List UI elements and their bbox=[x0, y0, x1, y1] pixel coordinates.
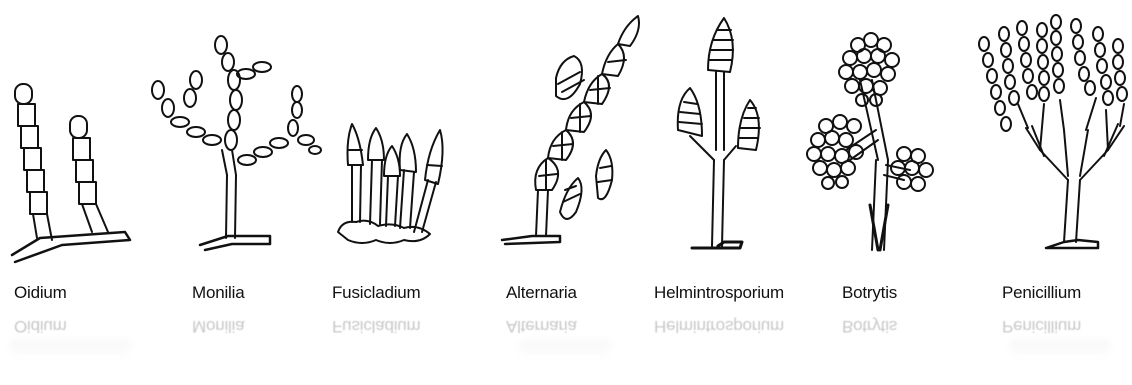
alternaria-drawing bbox=[502, 16, 639, 244]
label-penicillium: Penicillium bbox=[1002, 283, 1081, 303]
reflection-monilia: Monilia bbox=[192, 316, 244, 336]
reflection-smudge bbox=[10, 340, 130, 360]
botrytis-top-cluster bbox=[839, 33, 899, 106]
botrytis-left-cluster bbox=[807, 115, 863, 189]
oidium-drawing bbox=[12, 84, 130, 262]
reflection-fusicladium: Fusicladium bbox=[332, 316, 421, 336]
label-fusicladium: Fusicladium bbox=[332, 283, 421, 303]
helmintrosporium-drawing bbox=[678, 18, 760, 248]
botrytis-drawing bbox=[807, 33, 933, 250]
reflection-helmintrosporium: Helmintrosporium bbox=[654, 316, 784, 336]
penicillium-drawing bbox=[979, 15, 1127, 248]
reflection-smudge bbox=[520, 340, 610, 360]
botrytis-right-cluster bbox=[891, 147, 933, 191]
label-helmintrosporium: Helmintrosporium bbox=[654, 283, 784, 303]
reflection-penicillium: Penicillium bbox=[1002, 316, 1081, 336]
label-botrytis: Botrytis bbox=[842, 283, 897, 303]
reflection-oidium: Oidium bbox=[14, 316, 67, 336]
fusicladium-drawing bbox=[338, 124, 443, 243]
reflection-smudge bbox=[1010, 340, 1110, 360]
label-oidium: Oidium bbox=[14, 283, 67, 303]
reflection-botrytis: Botrytis bbox=[842, 316, 897, 336]
monilia-drawing bbox=[152, 36, 321, 250]
label-alternaria: Alternaria bbox=[506, 283, 577, 303]
reflection-alternaria: Alternaria bbox=[506, 316, 577, 336]
label-monilia: Monilia bbox=[192, 283, 244, 303]
